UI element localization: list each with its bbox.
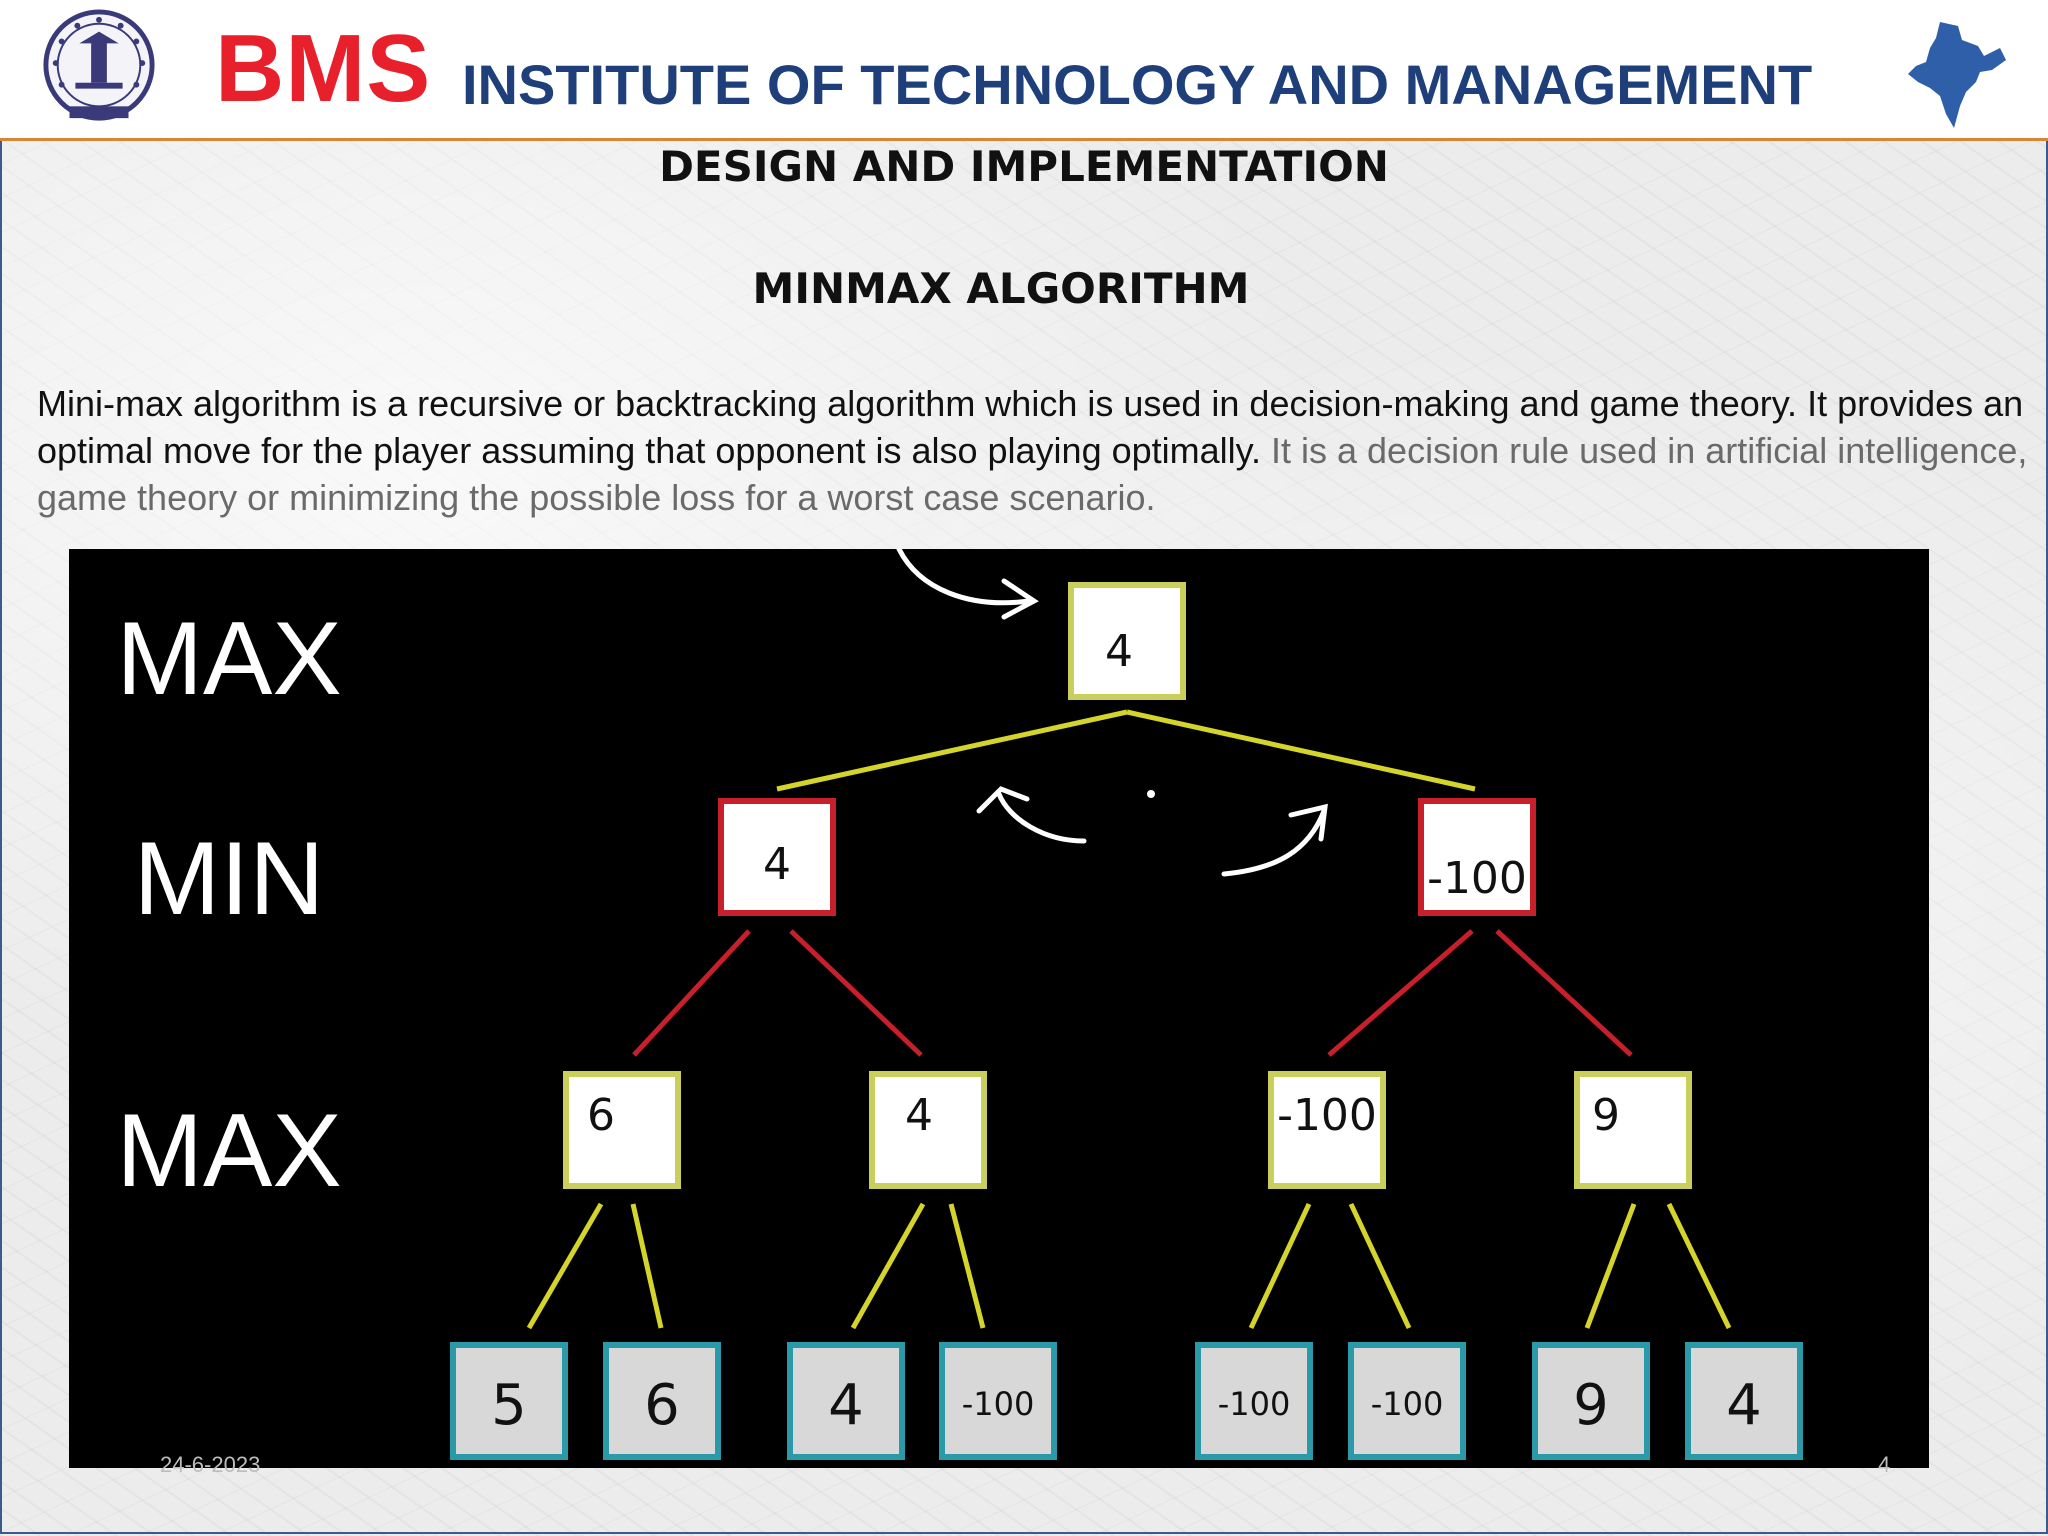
leaf-node-value: 9 [1573,1373,1609,1438]
min-node: 4 [718,798,836,916]
max-node: 6 [563,1071,681,1189]
edge-min-right-max-4 [1495,929,1633,1057]
leaf-node: 4 [1685,1342,1803,1460]
edge-min-left-max-2 [789,929,923,1057]
max-node-value: 4 [905,1090,933,1141]
leaf-node: -100 [1195,1342,1313,1460]
leaf-node-value: 4 [828,1373,864,1438]
leaf-node: -100 [939,1342,1057,1460]
root-node: 4 [1068,582,1186,700]
edge-min-right-max-3 [1327,929,1474,1057]
institute-header: BMS INSTITUTE OF TECHNOLOGY AND MANAGEME… [0,0,2048,141]
max-node-value: -100 [1277,1090,1377,1141]
leaf-node-value: -100 [1218,1385,1291,1423]
hand-dot [1147,790,1155,798]
leaf-node-value: 4 [1726,1373,1762,1438]
hand-arrow-left [996,791,1087,844]
description-paragraph: Mini-max algorithm is a recursive or bac… [37,380,2042,521]
leaf-node: 6 [603,1342,721,1460]
college-seal-icon [43,9,155,121]
leaf-node: 5 [450,1342,568,1460]
leaf-node: 9 [1532,1342,1650,1460]
leaf-node: 4 [787,1342,905,1460]
edge-max2-leaf4 [948,1203,986,1329]
edge-max1-leaf1 [526,1202,604,1330]
edge-root-min-left [776,709,1128,792]
hand-arrow-top-head [1001,578,1039,620]
description-muted: It is a decision rule used in artificial… [37,430,2028,518]
hand-arrow-top [896,549,1032,606]
max-node: 9 [1574,1071,1692,1189]
brand-name: BMS [215,15,432,122]
institute-name: INSTITUTE OF TECHNOLOGY AND MANAGEMENT [462,53,1813,116]
root-node-value: 4 [1105,626,1133,677]
max-node: 4 [869,1071,987,1189]
edge-root-min-right [1126,709,1476,792]
leaf-node-value: -100 [962,1385,1035,1423]
edge-max4-leaf7 [1584,1203,1637,1329]
leaf-node-value: 5 [491,1373,527,1438]
slide-title: DESIGN AND IMPLEMENTATION [659,142,1389,191]
level-label-max-top: MAX [116,601,341,717]
min-node-value: -100 [1427,853,1527,904]
edge-max3-leaf5 [1248,1202,1312,1330]
edge-max4-leaf8 [1666,1202,1732,1330]
leaf-node-value: -100 [1371,1385,1444,1423]
edge-max3-leaf6 [1348,1202,1412,1330]
hand-arrow-right-head [1288,803,1328,842]
edge-max2-leaf3 [850,1202,926,1330]
level-label-max-bottom: MAX [116,1093,341,1209]
min-node: -100 [1418,798,1536,916]
edge-max1-leaf2 [630,1203,664,1329]
minimax-tree-svg: MAX MIN MAX 4 [116,549,1803,1460]
leaf-node: -100 [1348,1342,1466,1460]
edge-min-left-max-1 [632,929,751,1057]
max-node-value: 6 [587,1090,615,1141]
hand-arrow-left-head [976,786,1030,814]
slide-subtitle: MINMAX ALGORITHM [752,264,1250,313]
footer-page-number: 4 [1878,1452,1891,1477]
max-node-value: 9 [1592,1090,1620,1141]
hand-arrow-right [1221,808,1327,877]
max-node: -100 [1268,1071,1386,1189]
india-map-icon [1908,22,2006,128]
min-node-value: 4 [763,839,791,890]
slide-frame [0,140,2048,1534]
minimax-tree-diagram: MAX MIN MAX 4 [69,549,1929,1468]
description-main: Mini-max algorithm is a recursive or bac… [37,383,2024,471]
footer-date: 24-6-2023 [160,1452,261,1477]
leaf-node-value: 6 [644,1373,680,1438]
level-label-min: MIN [134,821,325,937]
